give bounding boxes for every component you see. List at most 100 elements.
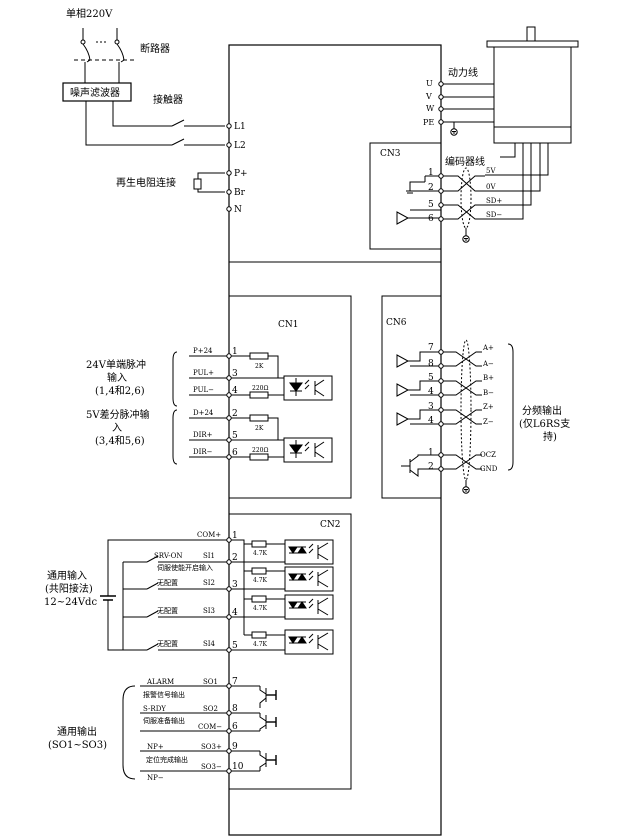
cn1-res-2k-a: 2K [255, 363, 264, 370]
cn2-pin-9: 9 [232, 742, 238, 752]
cn2-out-l2: (SO1~SO3) [48, 740, 107, 751]
cn1-optocoupler-2 [283, 437, 333, 463]
cn2-pin-10: 10 [232, 762, 244, 772]
cn2-res-a: 4.7K [253, 550, 268, 557]
cn6-block: CN6 7 8 5 4 3 4 1 2 A+ A− B+ B− [381, 295, 570, 499]
cn2-in1-desc: 伺服使能开启输入 [157, 563, 213, 572]
cn6-sig-zm: Z− [483, 418, 494, 426]
cn6-pin-8: 8 [428, 359, 434, 369]
cn6-pin-3: 3 [428, 402, 434, 412]
cn3-block: CN3 编码器线 1 2 5 6 5V 0V SD+ SD− [369, 142, 502, 250]
cn2-com-minus: COM− [198, 723, 222, 731]
cn3-title: CN3 [380, 149, 401, 159]
cn6-sig-ap: A+ [482, 344, 494, 352]
motor-pe: PE [423, 118, 434, 127]
cn1-pin-5: 5 [232, 431, 238, 441]
cn2-out-l1: 通用输出 [57, 725, 97, 738]
cn2-pin-7: 7 [232, 677, 238, 687]
cn2-in3-code: SI3 [203, 607, 215, 615]
cn2-out2-desc: 伺服准备输出 [143, 716, 185, 725]
cn6-pin-1: 1 [428, 448, 434, 458]
cn2-in-l2: (共阳接法) [45, 582, 93, 595]
cn2-pin-6: 6 [232, 722, 238, 732]
cn2-in-l1: 通用输入 [47, 569, 87, 582]
cn6-pin-2: 2 [428, 462, 434, 472]
term-br: Br [234, 188, 246, 198]
cn2-pin-3: 3 [232, 580, 238, 590]
drive-terminals: L1 L2 P+ Br N [226, 122, 248, 215]
cn3-pin-5: 5 [428, 200, 434, 210]
cn2-out3-name: NP+ [147, 743, 164, 751]
cn2-pin-4: 4 [232, 608, 238, 618]
motor-body [493, 46, 572, 128]
cn2-in4-code: SI4 [203, 640, 216, 648]
cn1-sig-pulm: PUL− [193, 386, 214, 394]
cn6-sig-am: A− [482, 360, 494, 368]
cn2-in1-code: SI1 [203, 552, 215, 560]
cn2-com-plus: COM+ [197, 531, 221, 539]
power-input: 单相220V 断路器 噪声滤波器 接触器 再生电阻连接 [62, 7, 225, 193]
cn1-sig-dirm: DIR− [193, 448, 213, 456]
motor: 动力线 U V W PE [423, 26, 579, 220]
cn6-sig-gnd: GND [480, 465, 498, 473]
cn2-in2-code: SI2 [203, 579, 215, 587]
cn2-res-b: 4.7K [253, 577, 268, 584]
contactor-label: 接触器 [153, 93, 183, 106]
cn1-pin-2: 2 [232, 409, 238, 419]
cn1-sig-d24: D+24 [193, 409, 214, 417]
cn1-title: CN1 [278, 320, 299, 330]
cn6-sig-bm: B− [483, 389, 494, 397]
cn1-5v-l1: 5V差分脉冲输 [86, 408, 150, 421]
cn2-pin-2: 2 [232, 553, 238, 563]
cn1-sig-pulp: PUL+ [193, 369, 214, 377]
cn1-sig-dirp: DIR+ [193, 431, 213, 439]
cn1-res-2k-b: 2K [255, 425, 264, 432]
cn3-sig-5v: 5V [486, 167, 496, 175]
power-line-label: 动力线 [448, 66, 478, 79]
cn2-in3-name: 无配置 [157, 607, 178, 615]
cn3-pin-2: 2 [428, 183, 434, 193]
term-n: N [234, 205, 242, 215]
cn6-note-l3: 持) [543, 430, 557, 443]
cn6-title: CN6 [386, 318, 407, 328]
filter-label: 噪声滤波器 [70, 86, 120, 99]
cn3-pin-6: 6 [428, 214, 434, 224]
cn6-pin-4a: 4 [428, 387, 434, 397]
cn2-in1-name: SRV-ON [154, 552, 182, 560]
cn2-block: CN2 通用输入 (共阳接法) 12~24Vdc COM+ 1 SRV-ON S… [44, 513, 352, 790]
cn1-24v-l1: 24V单端脉冲 [86, 358, 146, 371]
term-l1: L1 [234, 122, 246, 132]
cn2-output-transistors [231, 685, 277, 772]
cn2-out2-name: S-RDY [143, 705, 166, 713]
cn2-np-minus: NP− [147, 774, 164, 782]
encoder-line-label: 编码器线 [445, 155, 485, 168]
breaker-label: 断路器 [140, 42, 170, 55]
motor-u: U [426, 79, 433, 88]
cn1-sig-p24: P+24 [193, 347, 213, 355]
cn2-pin-5: 5 [232, 641, 238, 651]
regen-label: 再生电阻连接 [116, 176, 176, 189]
cn3-sig-sdm: SD− [486, 211, 502, 219]
cn2-out1-desc: 报警信号输出 [143, 690, 185, 699]
cn1-optocoupler-1 [283, 375, 333, 401]
motor-w: W [426, 104, 435, 113]
cn6-note-l2: (仅L6RS支 [519, 418, 570, 430]
cn2-out3-code: SO3+ [201, 743, 222, 751]
term-p: P+ [234, 169, 248, 179]
cn2-in2-name: 无配置 [157, 579, 178, 587]
cn2-out2-code: SO2 [203, 705, 218, 713]
cn6-pin-4b: 4 [428, 416, 434, 426]
cn6-sig-bp: B+ [483, 374, 494, 382]
cn2-title: CN2 [320, 520, 341, 530]
cn1-5v-l3: (3,4和5,6) [95, 435, 145, 447]
noise-filter-box [62, 82, 132, 102]
cn1-pin-4: 4 [232, 386, 238, 396]
cn6-sig-ocz: OCZ [480, 451, 496, 459]
cn2-in-l3: 12~24Vdc [44, 597, 97, 608]
supply-label: 单相220V [66, 7, 113, 20]
cn1-pin-6: 6 [232, 448, 238, 458]
cn3-pin-1: 1 [428, 168, 434, 178]
cn1-res-220-a: 220Ω [252, 385, 268, 392]
cn1-24v-l2: 输入 [107, 371, 127, 384]
